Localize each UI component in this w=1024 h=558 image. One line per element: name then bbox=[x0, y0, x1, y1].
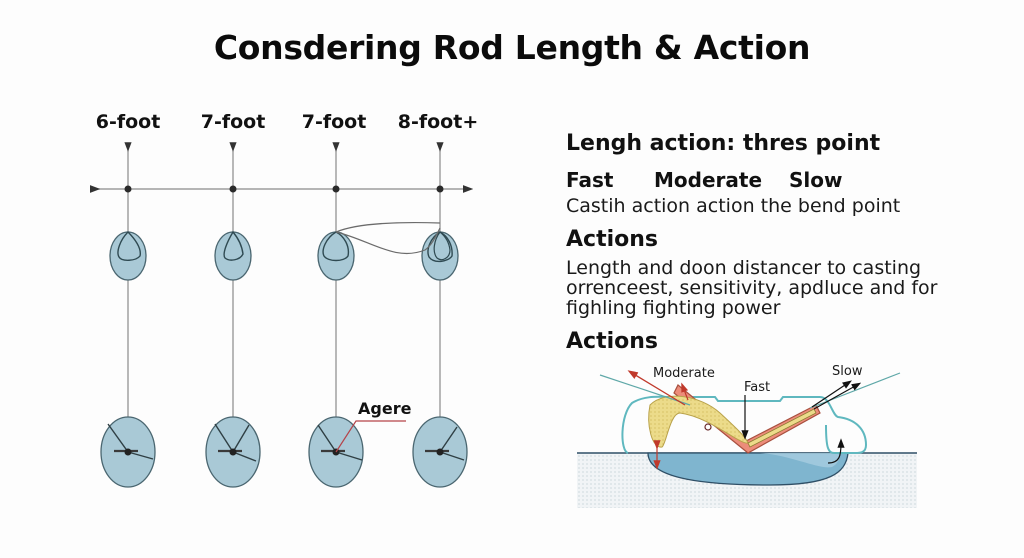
lead-heading: Lengh action: thres point bbox=[566, 131, 881, 156]
rod-7-foot-b bbox=[332, 142, 340, 417]
annotation-agere: Agere bbox=[358, 399, 412, 418]
rod-label-7-foot-a: 7-foot bbox=[200, 111, 266, 133]
return-arrow bbox=[827, 438, 845, 464]
diagram-title: Consdering Rod Length & Action bbox=[213, 28, 811, 67]
reel-egg-2 bbox=[205, 416, 261, 488]
rod-length-diagram bbox=[89, 142, 474, 488]
speed-moderate: Moderate bbox=[654, 168, 763, 192]
yellow-bend-zone bbox=[648, 395, 749, 448]
guide-egg-2 bbox=[214, 230, 252, 281]
speed-slow: Slow bbox=[789, 168, 843, 192]
guide-egg-3 bbox=[317, 231, 355, 281]
line-loop bbox=[335, 221, 441, 255]
rod-label-6-foot: 6-foot bbox=[95, 111, 161, 133]
speed-description: Castih action action the bend point bbox=[566, 195, 901, 217]
water-pool bbox=[647, 452, 849, 486]
guide-egg-4 bbox=[421, 231, 459, 281]
reel-egg-1 bbox=[100, 416, 156, 488]
speed-fast: Fast bbox=[566, 168, 614, 192]
label-fast: Fast bbox=[744, 380, 771, 395]
slow-arrow-2 bbox=[813, 382, 862, 410]
actions-description: Length and doon distancer to casting orr… bbox=[566, 257, 938, 319]
rod-label-7-foot-b: 7-foot bbox=[301, 111, 367, 133]
annotation-leader bbox=[335, 420, 406, 453]
actions-heading-2: Actions bbox=[566, 329, 658, 354]
label-moderate: Moderate bbox=[653, 366, 715, 381]
reel-egg-4 bbox=[412, 416, 468, 488]
slow-arrow-1 bbox=[811, 380, 852, 408]
rod-8-foot-plus bbox=[436, 142, 444, 417]
rod-6-foot bbox=[124, 142, 132, 417]
rod-7-foot-a bbox=[229, 142, 237, 417]
moderate-arrow bbox=[627, 370, 686, 406]
actions-heading-1: Actions bbox=[566, 227, 658, 252]
teal-outline bbox=[621, 395, 868, 454]
label-slow: Slow bbox=[832, 364, 863, 379]
rod-label-8-foot-plus: 8-foot+ bbox=[397, 111, 479, 133]
rod-action-diagram bbox=[577, 370, 917, 508]
guide-egg-1 bbox=[109, 231, 147, 281]
